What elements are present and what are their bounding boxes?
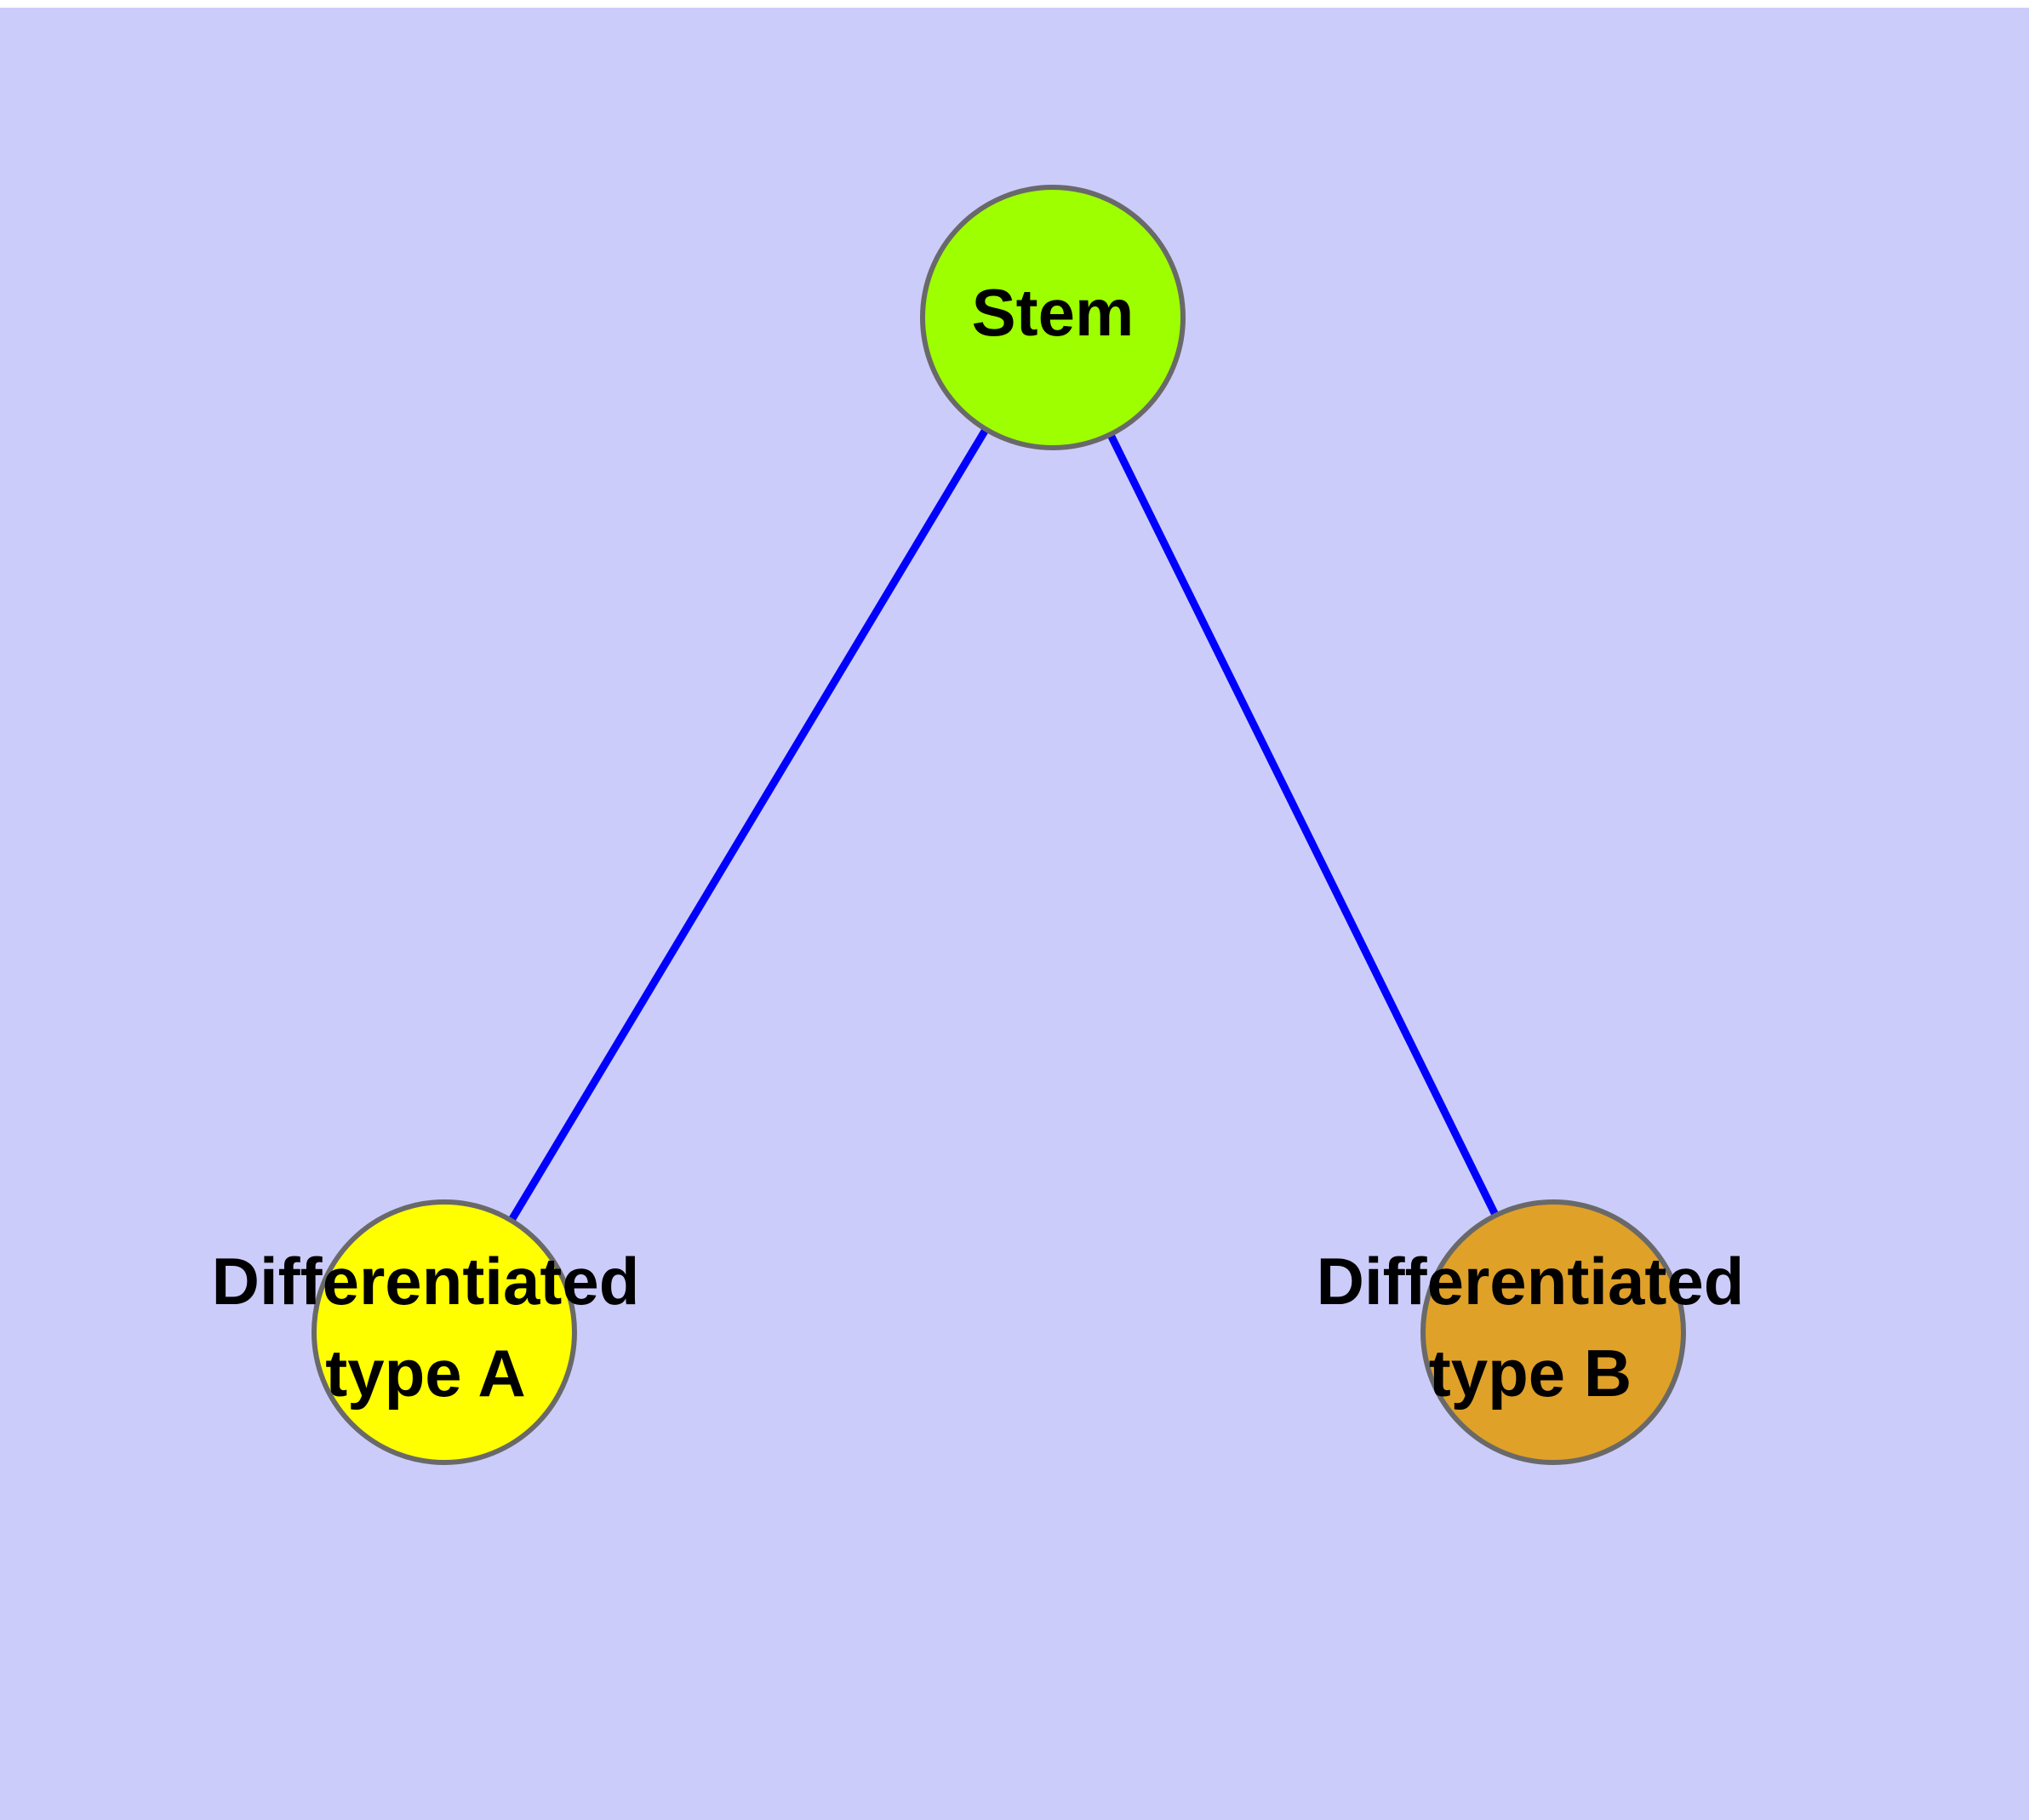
graph-node-diff_a[interactable]: Differentiated type A bbox=[212, 1199, 640, 1465]
node-label-line: type B bbox=[1429, 1336, 1632, 1411]
node-label-line: type A bbox=[325, 1336, 526, 1411]
node-circle[interactable] bbox=[311, 1199, 577, 1465]
node-label: Differentiated type B bbox=[1317, 1244, 1745, 1411]
node-label: Stem bbox=[972, 275, 1135, 350]
graph-edge[interactable] bbox=[441, 315, 1056, 1335]
graph-node-diff_b[interactable]: Differentiated type B bbox=[1317, 1199, 1745, 1465]
node-circle[interactable] bbox=[920, 185, 1186, 450]
graph-node-stem[interactable]: Stem bbox=[920, 185, 1186, 450]
edge-layer bbox=[441, 315, 1557, 1335]
node-label: Differentiated type A bbox=[212, 1244, 640, 1411]
node-label-line: Stem bbox=[972, 275, 1135, 350]
node-label-line: Differentiated bbox=[1317, 1244, 1745, 1319]
node-label-line: Differentiated bbox=[212, 1244, 640, 1319]
node-circle[interactable] bbox=[1420, 1199, 1686, 1465]
graph-edge[interactable] bbox=[1049, 316, 1557, 1334]
